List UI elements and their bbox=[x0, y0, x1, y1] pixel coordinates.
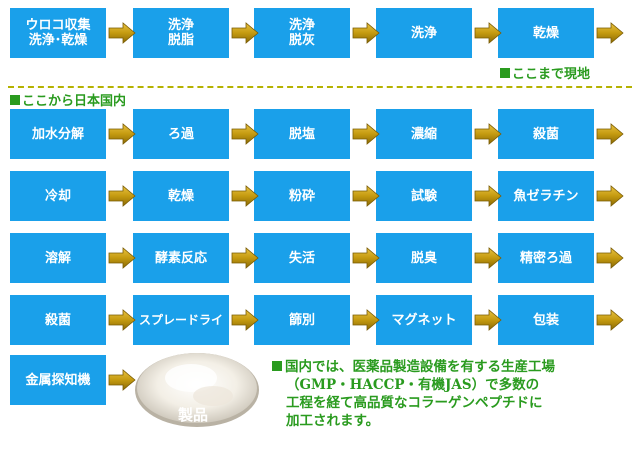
flow-arrow-icon bbox=[108, 247, 136, 269]
flow-arrow-icon bbox=[474, 247, 502, 269]
square-bullet-icon bbox=[272, 361, 282, 371]
flow-arrow-icon bbox=[352, 309, 380, 331]
note-line-2: （GMP・HACCP・有機JAS）で多数の bbox=[286, 377, 540, 393]
flow-arrow-icon bbox=[596, 22, 624, 44]
step-hydrolysis: 加水分解 bbox=[10, 109, 106, 159]
flow-arrow-icon bbox=[231, 123, 259, 145]
flow-arrow-icon bbox=[474, 185, 502, 207]
flow-arrow-icon bbox=[108, 185, 136, 207]
flow-arrow-icon bbox=[474, 22, 502, 44]
step-overseas-1: ウロコ収集 洗浄･乾燥 bbox=[10, 8, 106, 58]
step-deodorization: 脱臭 bbox=[376, 233, 472, 283]
step-sieving: 篩別 bbox=[254, 295, 350, 345]
flow-arrow-icon bbox=[108, 123, 136, 145]
step-spray-dry: スプレードライ bbox=[133, 295, 229, 345]
flow-arrow-icon bbox=[231, 309, 259, 331]
step-overseas-3: 洗浄 脱灰 bbox=[254, 8, 350, 58]
process-note: 国内では、医薬品製造設備を有する生産工場 （GMP・HACCP・有機JAS）で多… bbox=[272, 358, 624, 430]
step-overseas-4: 洗浄 bbox=[376, 8, 472, 58]
step-drying: 乾燥 bbox=[133, 171, 229, 221]
step-sterilization-2: 殺菌 bbox=[10, 295, 106, 345]
step-precision-filtration: 精密ろ過 bbox=[498, 233, 594, 283]
step-overseas-5: 乾燥 bbox=[498, 8, 594, 58]
overseas-label: ここまで現地 bbox=[500, 63, 590, 82]
step-concentration: 濃縮 bbox=[376, 109, 472, 159]
step-overseas-2: 洗浄 脱脂 bbox=[133, 8, 229, 58]
step-dissolution: 溶解 bbox=[10, 233, 106, 283]
flow-arrow-icon bbox=[231, 185, 259, 207]
note-line-1: 国内では、医薬品製造設備を有する生産工場 bbox=[272, 358, 624, 376]
step-cooling: 冷却 bbox=[10, 171, 106, 221]
flow-arrow-icon bbox=[108, 309, 136, 331]
product-powder-image bbox=[135, 353, 259, 427]
border-divider bbox=[8, 86, 632, 88]
step-crushing: 粉砕 bbox=[254, 171, 350, 221]
step-magnet: マグネット bbox=[376, 295, 472, 345]
step-enzyme-reaction: 酵素反応 bbox=[133, 233, 229, 283]
flow-arrow-icon bbox=[352, 123, 380, 145]
flow-arrow-icon bbox=[352, 22, 380, 44]
flow-arrow-icon bbox=[474, 123, 502, 145]
note-line-3: 工程を経て高品質なコラーゲンペプチドに bbox=[286, 395, 543, 411]
flow-arrow-icon bbox=[596, 309, 624, 331]
flow-arrow-icon bbox=[596, 247, 624, 269]
flow-arrow-icon bbox=[596, 123, 624, 145]
flow-arrow-icon bbox=[596, 185, 624, 207]
product-label: 製品 bbox=[178, 406, 209, 424]
flow-arrow-icon bbox=[108, 369, 136, 391]
step-fish-gelatin: 魚ゼラチン bbox=[498, 171, 594, 221]
note-line-4: 加工されます。 bbox=[286, 413, 380, 429]
step-deactivation: 失活 bbox=[254, 233, 350, 283]
flow-arrow-icon bbox=[474, 309, 502, 331]
step-testing: 試験 bbox=[376, 171, 472, 221]
step-desalting: 脱塩 bbox=[254, 109, 350, 159]
flow-arrow-icon bbox=[231, 247, 259, 269]
square-bullet-icon bbox=[10, 95, 20, 105]
square-bullet-icon bbox=[500, 68, 510, 78]
step-metal-detector: 金属探知機 bbox=[10, 355, 106, 405]
step-filtration: ろ過 bbox=[133, 109, 229, 159]
flow-arrow-icon bbox=[352, 185, 380, 207]
flow-arrow-icon bbox=[108, 22, 136, 44]
domestic-label: ここから日本国内 bbox=[10, 90, 126, 109]
step-packaging: 包装 bbox=[498, 295, 594, 345]
step-sterilization-1: 殺菌 bbox=[498, 109, 594, 159]
flow-arrow-icon bbox=[352, 247, 380, 269]
flow-arrow-icon bbox=[231, 22, 259, 44]
